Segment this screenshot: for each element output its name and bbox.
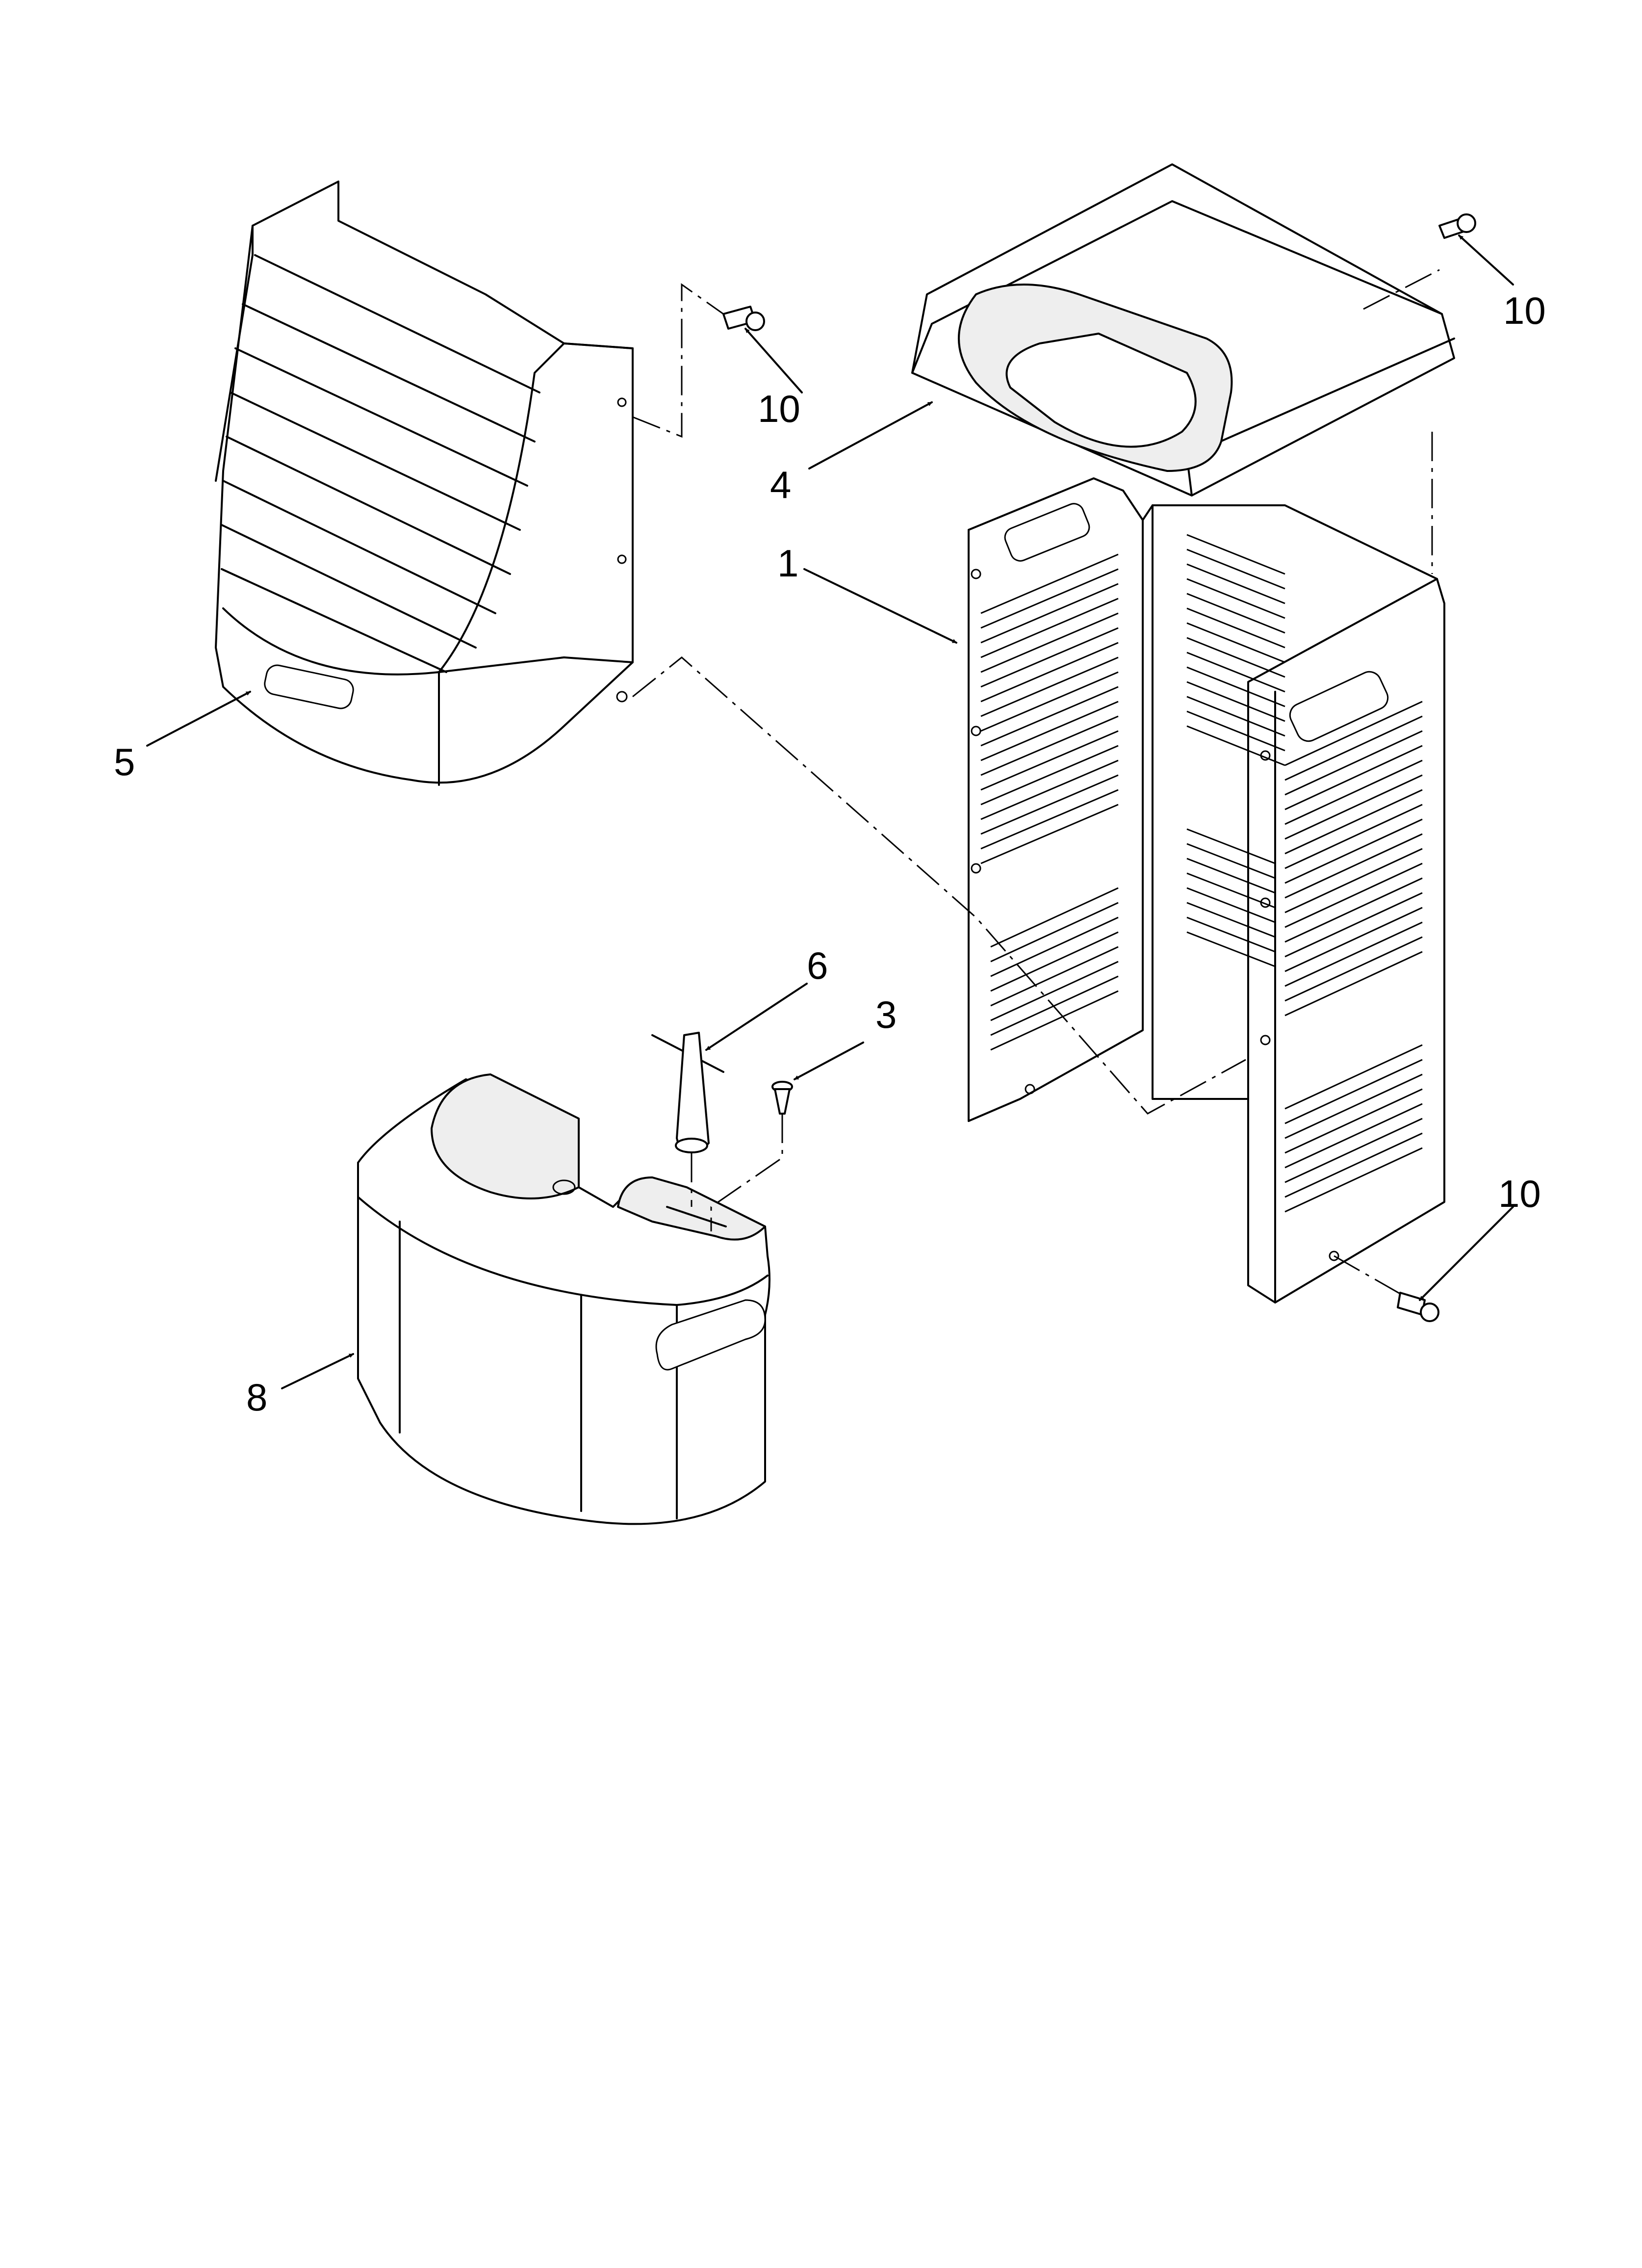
- right-panel-vents: [1284, 701, 1423, 1213]
- screw-part-10-bottom-right: [1397, 1292, 1439, 1322]
- callout-6: 6: [807, 944, 828, 987]
- callout-4: 4: [770, 463, 791, 506]
- screw-part-10-left: [722, 306, 765, 331]
- callout-8: 8: [246, 1376, 267, 1419]
- callout-10-bottom-right: 10: [1498, 1172, 1541, 1215]
- screw-part-10-top-right: [1438, 213, 1476, 239]
- callout-5: 5: [114, 740, 135, 783]
- drain-fitting: [651, 1032, 724, 1153]
- water-bucket: [357, 1073, 770, 1525]
- callout-1: 1: [777, 542, 798, 585]
- callout-labels: 10 10 4 1 5 6 3 8 10: [114, 289, 1546, 1419]
- screw-part-3: [771, 1081, 793, 1115]
- callout-10-top-right: 10: [1503, 289, 1546, 332]
- left-panel-vents: [980, 553, 1119, 1051]
- cabinet: [968, 477, 1445, 1303]
- top-cover: [911, 163, 1455, 496]
- assembly-lines: [632, 269, 1440, 1296]
- callout-3: 3: [875, 993, 897, 1036]
- callout-10-left: 10: [758, 387, 800, 430]
- front-grille-panel: [215, 181, 634, 786]
- back-wall-vents: [1186, 534, 1285, 967]
- leader-arrows: [146, 235, 1514, 1389]
